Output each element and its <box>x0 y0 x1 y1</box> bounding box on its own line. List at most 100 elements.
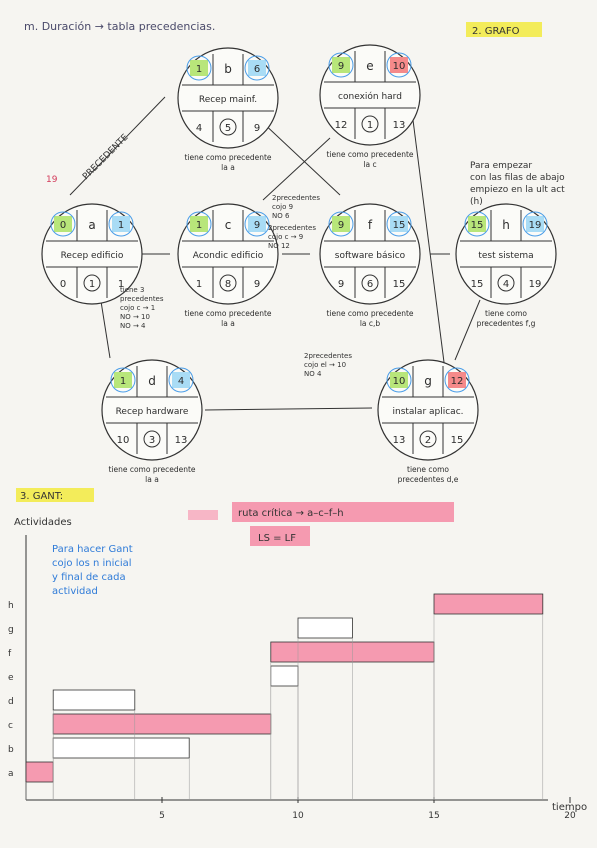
node-id: h <box>502 218 510 232</box>
node-ls: 12 <box>335 120 348 131</box>
node-id: b <box>224 62 232 76</box>
slack-circle <box>419 430 437 448</box>
annotation-line: empiezo en la ult act <box>470 185 565 195</box>
critical-path-highlight <box>232 502 454 522</box>
ef-highlight <box>390 57 408 73</box>
gantt-bar-c <box>52 713 272 735</box>
gantt-x-tick-label: 15 <box>428 811 439 821</box>
critical-legend-swatch <box>188 510 218 520</box>
precedente-label: PRECEDENTE <box>81 132 131 182</box>
ef-highlight <box>172 372 190 388</box>
node-es: 10 <box>393 376 406 387</box>
annotation-line: cojo el → 10 <box>304 361 346 369</box>
ef-mark <box>386 211 412 237</box>
es-highlight <box>332 57 350 73</box>
gantt-x-tick-label: 5 <box>159 811 165 821</box>
node-ef: 6 <box>254 64 260 75</box>
annotation-line: NO 12 <box>268 242 290 250</box>
node-ls: 1 <box>196 279 202 290</box>
slack-circle <box>219 118 237 136</box>
slack-circle <box>361 274 379 292</box>
annotation-para-empezar: Para empezar con las filas de abajo empiez… <box>470 161 565 207</box>
gantt-bar-h <box>433 593 544 615</box>
gantt-ylabel: Actividades <box>14 517 72 528</box>
gantt-row-label: g <box>8 625 14 635</box>
es-mark <box>186 211 212 237</box>
es-highlight <box>190 60 208 76</box>
annotation-line: Para empezar <box>470 161 532 171</box>
node-es: 1 <box>196 220 202 231</box>
es-highlight <box>390 372 408 388</box>
annotation-line: con las filas de abajo <box>470 173 565 183</box>
annotation-line: cojo 9 <box>272 203 293 211</box>
node-name: Acondic edificio <box>193 251 264 261</box>
ef-mark <box>244 55 270 81</box>
svg-text:PRECEDENTE: PRECEDENTE <box>81 132 131 182</box>
node-es: 9 <box>338 220 344 231</box>
gantt-row-label: f <box>8 649 12 659</box>
gantt-row-label: h <box>8 601 14 611</box>
node-slack: 1 <box>89 279 95 290</box>
node-lf: 15 <box>393 279 406 290</box>
node-slack: 5 <box>225 123 231 134</box>
ef-mark <box>168 367 194 393</box>
node-ls: 15 <box>471 279 484 290</box>
node-slack: 2 <box>425 435 431 446</box>
node-lf: 13 <box>393 120 406 131</box>
gantt-row-label: b <box>8 745 14 755</box>
annotation-line: cojo c → 1 <box>120 304 155 312</box>
section2-title: 2. GRAFO <box>472 26 520 37</box>
critical-cond-highlight <box>250 526 310 546</box>
ef-mark <box>244 211 270 237</box>
annotation-line: Para hacer Gant <box>52 544 133 555</box>
gantt-bar-a <box>25 761 54 783</box>
node-name: Recep mainf. <box>199 95 257 105</box>
slack-circle <box>83 274 101 292</box>
node-slack: 8 <box>225 279 231 290</box>
es-highlight <box>468 216 486 232</box>
gantt-x-tick-label: 10 <box>292 811 304 821</box>
annotation-line: precedentes <box>120 295 164 303</box>
node-ef: 4 <box>178 376 184 387</box>
annotation-line: tiene 3 <box>120 286 144 294</box>
node-es: 9 <box>338 61 344 72</box>
node-id: a <box>88 218 95 232</box>
ef-highlight <box>248 60 266 76</box>
graph-edges <box>69 96 481 411</box>
ef-highlight <box>248 216 266 232</box>
slack-circle <box>497 274 515 292</box>
gantt-row-label: c <box>8 721 13 731</box>
node-slack: 3 <box>149 435 155 446</box>
node-ls: 10 <box>117 435 130 446</box>
gantt-bar-g <box>297 617 353 639</box>
es-highlight <box>54 216 72 232</box>
annotation-line: (h) <box>470 197 483 207</box>
node-lf: 9 <box>254 123 260 134</box>
es-mark <box>328 211 354 237</box>
node-lf: 1 <box>118 279 124 290</box>
node-ef: 19 <box>529 220 542 231</box>
es-highlight <box>190 216 208 232</box>
node-ef: 12 <box>451 376 464 387</box>
es-mark <box>328 52 354 78</box>
annotation-line: NO 6 <box>272 212 290 220</box>
node-ef: 10 <box>393 61 406 72</box>
gantt-x-tick-label: 20 <box>564 811 576 821</box>
node-ls: 13 <box>393 435 406 446</box>
gantt-bar-d <box>52 689 136 711</box>
arrow-19-label: 19 <box>46 175 58 185</box>
node-id: c <box>225 218 232 232</box>
